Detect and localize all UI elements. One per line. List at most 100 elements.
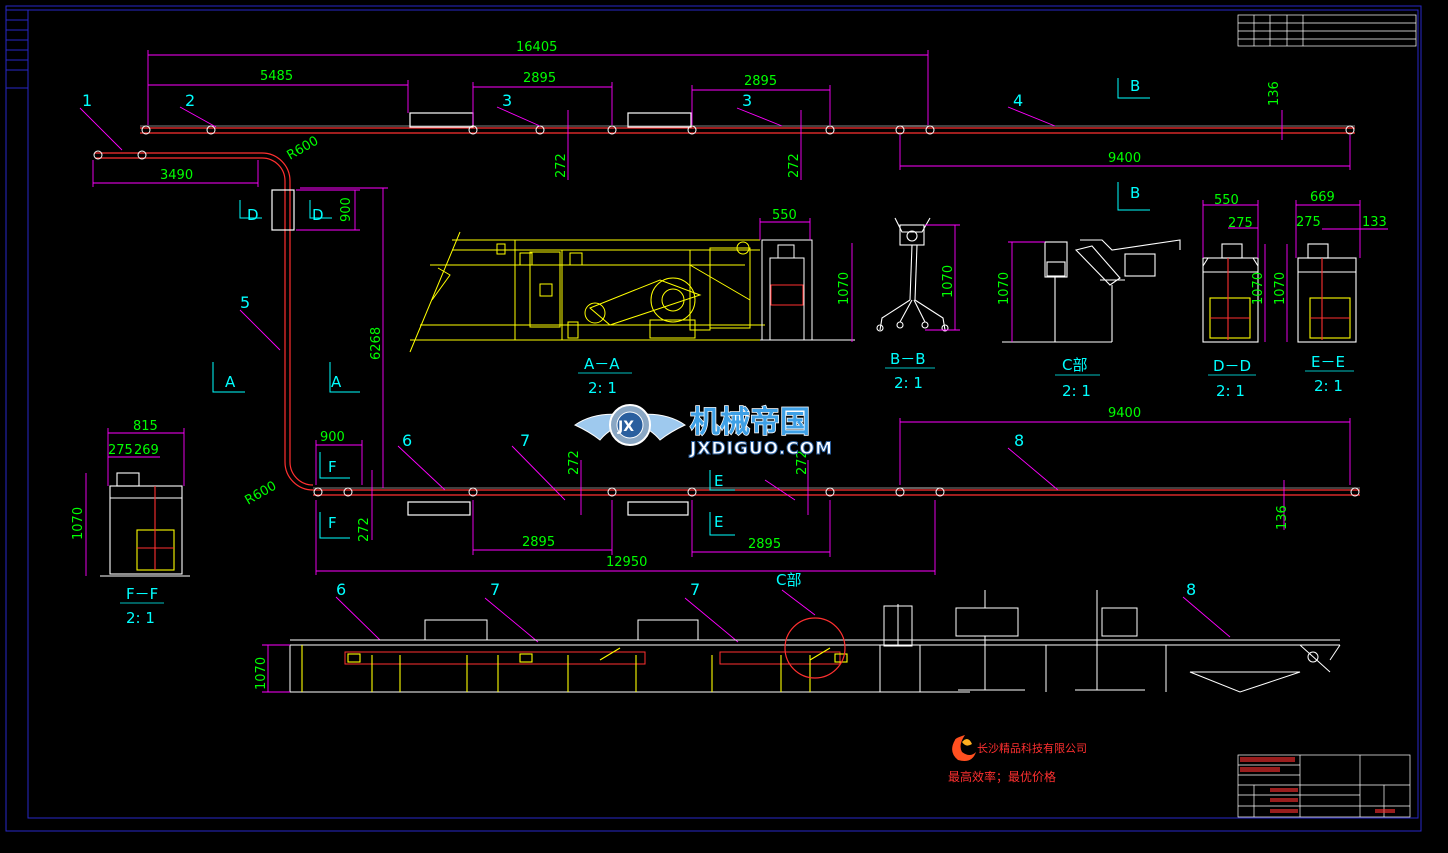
dim-1070-ee: 1070 — [1273, 272, 1288, 305]
section-mark-b-bottom: B — [1130, 184, 1140, 202]
view-ee-frame — [1297, 243, 1357, 343]
view-ee-scale: 2: 1 — [1314, 377, 1343, 395]
revision-block — [1237, 14, 1417, 47]
l-conveyor-rail — [95, 152, 1360, 516]
watermark-cn: 机械帝国 — [690, 405, 810, 440]
dim-133-ee: 133 — [1362, 215, 1387, 230]
dim-2895-d: 2895 — [748, 537, 781, 552]
dim-2895-b: 2895 — [744, 74, 777, 89]
callout-8: 8 — [1014, 431, 1024, 450]
section-mark-b-top: B — [1130, 77, 1140, 95]
title-block-text — [1240, 757, 1395, 813]
callout-3b: 3 — [742, 91, 752, 110]
callout-1: 1 — [82, 91, 92, 110]
view-ff-scale: 2: 1 — [126, 609, 155, 627]
elevation-stations — [883, 590, 1145, 691]
section-mark-a-right: A — [331, 373, 342, 391]
view-title-texts: A－A 2: 1 B－B 2: 1 C部 2: 1 D－D 2: 1 E－E 2… — [126, 350, 1345, 627]
section-mark-texts: B B D D A A F F E E — [225, 77, 1140, 532]
elev-callout-6: 6 — [336, 580, 346, 599]
view-bb-title: B－B — [890, 350, 926, 368]
callout-2: 2 — [185, 91, 195, 110]
watermark-logo: JX 机械帝国 JXDIGUO.COM — [573, 404, 833, 460]
view-c-title: C部 — [1062, 356, 1087, 374]
view-dd-title: D－D — [1213, 357, 1251, 375]
watermark-badge: JX — [617, 419, 634, 435]
dim-550-dd: 550 — [1214, 193, 1239, 208]
view-c-dims — [1008, 241, 1045, 342]
dim-9400-top: 9400 — [1108, 151, 1141, 166]
company-slogan: 最高效率；最优价格 — [948, 769, 1056, 784]
view-aa-title: A－A — [584, 355, 620, 373]
callout-6: 6 — [402, 431, 412, 450]
rail-joints — [93, 125, 1360, 497]
callout-7: 7 — [520, 431, 530, 450]
callout-5: 5 — [240, 293, 250, 312]
callout-4: 4 — [1013, 91, 1023, 110]
dim-1070-dd: 1070 — [1251, 272, 1266, 305]
view-dd-frame — [1202, 243, 1259, 343]
dim-2895-c: 2895 — [522, 535, 555, 550]
view-bb-hanger — [876, 217, 949, 332]
view-ff-dims — [85, 428, 185, 576]
dim-900-bottom: 900 — [320, 430, 345, 445]
dim-1070-ff: 1070 — [71, 507, 86, 540]
dim-269-ff: 269 — [134, 443, 159, 458]
dim-669-ee: 669 — [1310, 190, 1335, 205]
view-titles — [120, 367, 1354, 604]
section-mark-d-left: D — [247, 206, 259, 224]
view-bb-dims — [925, 224, 960, 331]
view-c-detail — [1002, 239, 1181, 343]
view-c-scale: 2: 1 — [1062, 382, 1091, 400]
view-aa-dims — [759, 218, 853, 342]
company-logo: 长沙精品科技有限公司 最高效率；最优价格 — [948, 735, 1087, 784]
dim-272-b: 272 — [787, 153, 802, 178]
watermark-en: JXDIGUO.COM — [689, 439, 833, 459]
dim-275-dd: 275 — [1228, 216, 1253, 231]
detail-c-circle — [784, 617, 846, 679]
dim-1070-elev: 1070 — [254, 657, 269, 690]
view-aa-scale: 2: 1 — [588, 379, 617, 397]
view-ff-title: F－F — [126, 585, 158, 603]
dim-1070-c: 1070 — [997, 272, 1012, 305]
top-conveyor-rail — [140, 112, 1355, 134]
dim-900-top: 900 — [339, 197, 354, 222]
view-ff-frame — [100, 472, 190, 577]
company-name: 长沙精品科技有限公司 — [977, 741, 1087, 755]
drawing-frame — [5, 5, 1422, 832]
dim-3490: 3490 — [160, 168, 193, 183]
view-ee-dims — [1286, 200, 1388, 342]
dim-1070-bb: 1070 — [941, 265, 956, 298]
dim-12950: 12950 — [606, 555, 647, 570]
elev-callout-c: C部 — [776, 571, 801, 589]
dim-5485: 5485 — [260, 69, 293, 84]
section-mark-f-top: F — [328, 458, 337, 476]
dim-272-d: 272 — [795, 450, 810, 475]
elevation-dims — [262, 644, 290, 693]
dim-136-bottom: 136 — [1275, 505, 1290, 530]
callout-texts: 1 2 3 3 4 5 6 7 8 6 7 7 8 C部 — [82, 91, 1196, 599]
dimension-lines — [92, 50, 1351, 692]
view-bb-scale: 2: 1 — [894, 374, 923, 392]
dim-6268: 6268 — [369, 327, 384, 360]
dim-272-c: 272 — [567, 450, 582, 475]
section-cut-marks — [212, 78, 1150, 539]
title-block — [1237, 754, 1411, 818]
dim-550-aa: 550 — [772, 208, 797, 223]
section-mark-d-right: D — [312, 206, 324, 224]
dim-275-ff: 275 — [108, 443, 133, 458]
dim-815-ff: 815 — [133, 419, 158, 434]
elevation-conveyor — [289, 619, 1341, 693]
section-mark-a-left: A — [225, 373, 236, 391]
elev-callout-7b: 7 — [690, 580, 700, 599]
dim-272-e: 272 — [357, 517, 372, 542]
dim-2895-a: 2895 — [523, 71, 556, 86]
callout-3a: 3 — [502, 91, 512, 110]
section-mark-f-bottom: F — [328, 514, 337, 532]
elev-callout-7a: 7 — [490, 580, 500, 599]
view-aa-equipment — [409, 231, 855, 353]
dim-275-ee: 275 — [1296, 215, 1321, 230]
dim-272-a: 272 — [554, 153, 569, 178]
dim-r600-top: R600 — [285, 134, 322, 164]
